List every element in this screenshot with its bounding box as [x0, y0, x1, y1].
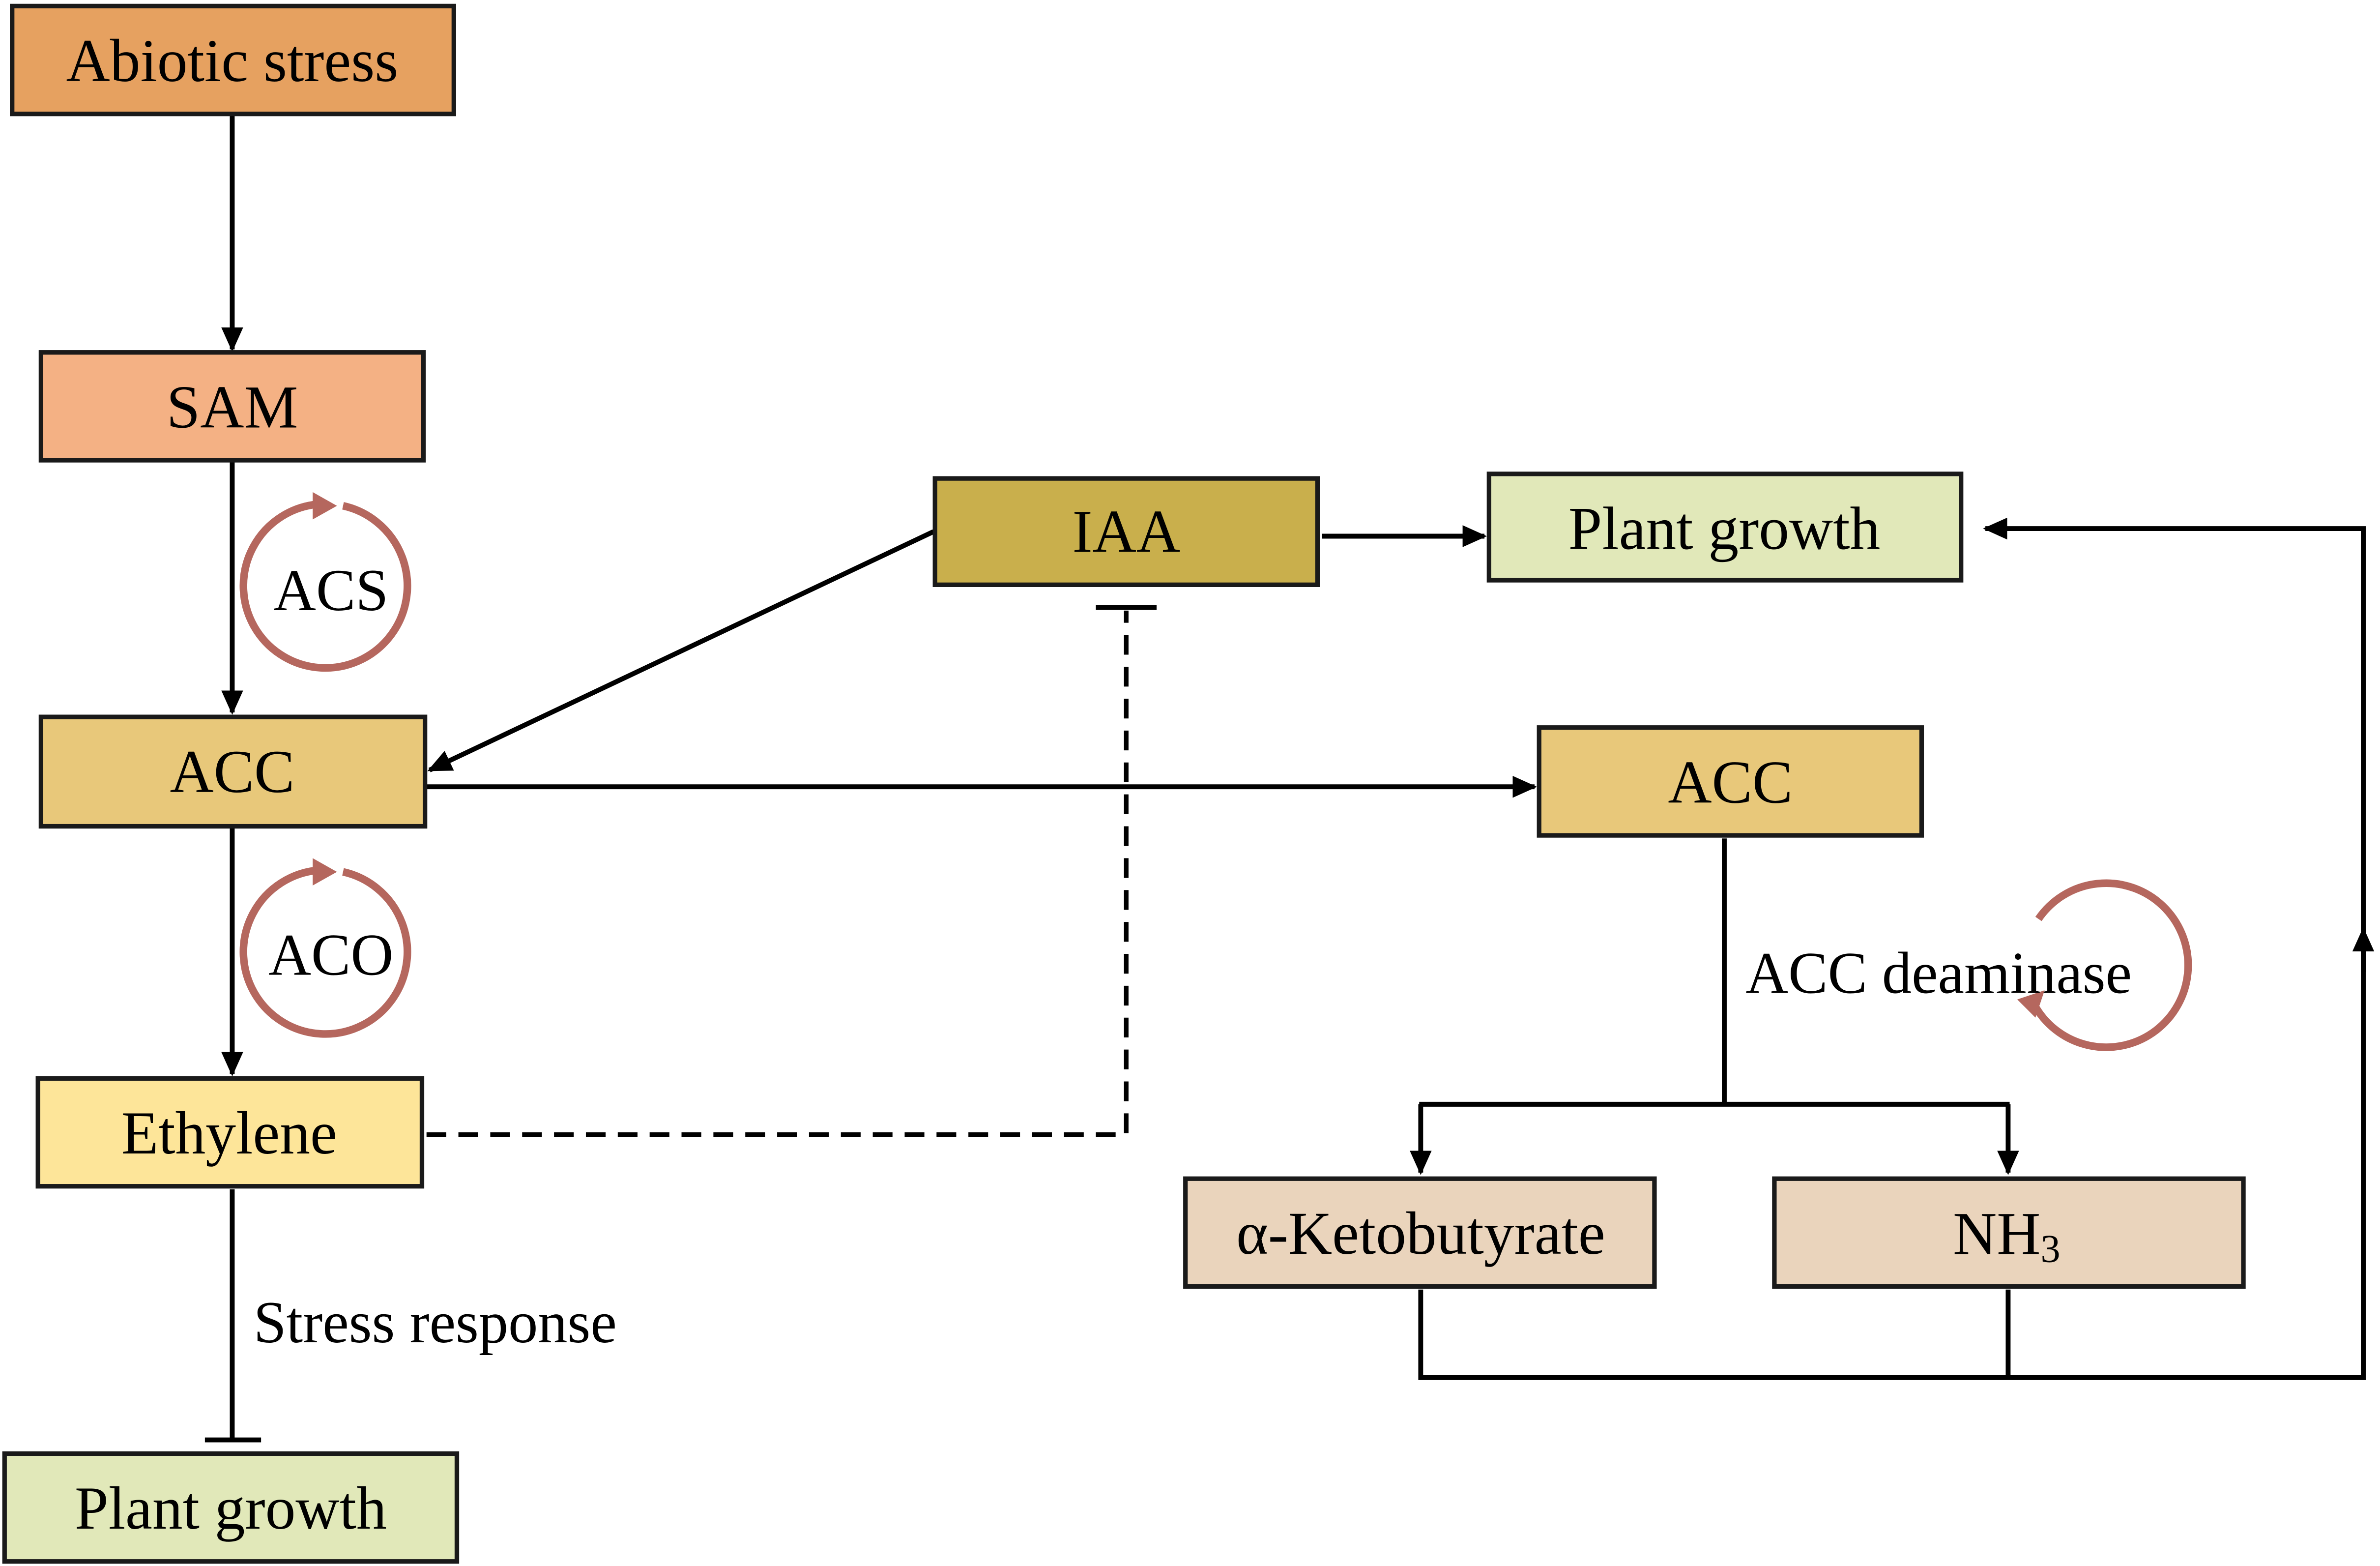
aco-label: ACO	[268, 923, 393, 988]
plant-growth-top-label: Plant growth	[1568, 495, 1881, 562]
node-plant-growth-top: Plant growth	[1486, 472, 1964, 583]
node-ketobutyrate: α-Ketobutyrate	[1183, 1176, 1657, 1289]
acc-right-label: ACC	[1668, 748, 1793, 816]
node-iaa: IAA	[932, 476, 1320, 587]
acs-cycle-icon	[239, 500, 411, 672]
sam-label: SAM	[167, 373, 298, 441]
arrow-feedback-to-plant-growth	[1983, 517, 2366, 934]
nh3-box	[1772, 1176, 2246, 1289]
plant-growth-bottom-box	[2, 1451, 460, 1564]
nh3-main: NH	[1953, 1200, 2040, 1267]
acs-cycle-arrowhead	[313, 492, 337, 520]
acc-deaminase-cycle: ACC deaminase	[1745, 879, 2192, 1051]
nh3-label: NH3	[1953, 1200, 2061, 1271]
acs-label: ACS	[273, 558, 388, 623]
iaa-label: IAA	[1073, 498, 1181, 565]
node-ethylene: Ethylene	[35, 1076, 425, 1189]
ethylene-box	[35, 1076, 425, 1189]
line-products-feedback	[1418, 934, 2366, 1380]
node-acc-left: ACC	[38, 714, 428, 829]
aco-cycle-icon	[239, 866, 411, 1038]
node-sam: SAM	[38, 350, 426, 463]
acs-cycle: ACS	[239, 492, 411, 672]
acc-left-label: ACC	[170, 738, 294, 805]
acc-deaminase-label: ACC deaminase	[1745, 941, 2132, 1006]
ethylene-label: Ethylene	[121, 1099, 337, 1167]
node-nh3: NH3	[1772, 1176, 2246, 1289]
connectors	[204, 115, 2375, 1443]
acc-left-box	[38, 714, 428, 829]
stress-response-label: Stress response	[254, 1290, 617, 1356]
node-acc-right: ACC	[1537, 725, 1924, 838]
abiotic-stress-box	[10, 3, 456, 117]
node-abiotic-stress: Abiotic stress	[10, 3, 456, 117]
iaa-box	[932, 476, 1320, 587]
node-plant-growth-bottom: Plant growth	[2, 1451, 460, 1564]
ketobutyrate-label: α-Ketobutyrate	[1236, 1200, 1605, 1267]
aco-cycle-arrowhead	[313, 858, 337, 886]
arrow-iaa-to-acc	[427, 529, 935, 772]
inhibit-ethylene-to-iaa	[426, 610, 1129, 1137]
ketobutyrate-box	[1183, 1176, 1657, 1289]
nh3-subscript: 3	[2040, 1227, 2060, 1271]
plant-growth-bottom-label: Plant growth	[75, 1475, 387, 1542]
sam-box	[38, 350, 426, 463]
acc-right-box	[1537, 725, 1924, 838]
aco-cycle: ACO	[239, 858, 411, 1038]
acc-deaminase-cycle-icon	[2031, 879, 2192, 1051]
abiotic-stress-label: Abiotic stress	[66, 27, 399, 94]
plant-growth-top-box	[1486, 472, 1964, 583]
